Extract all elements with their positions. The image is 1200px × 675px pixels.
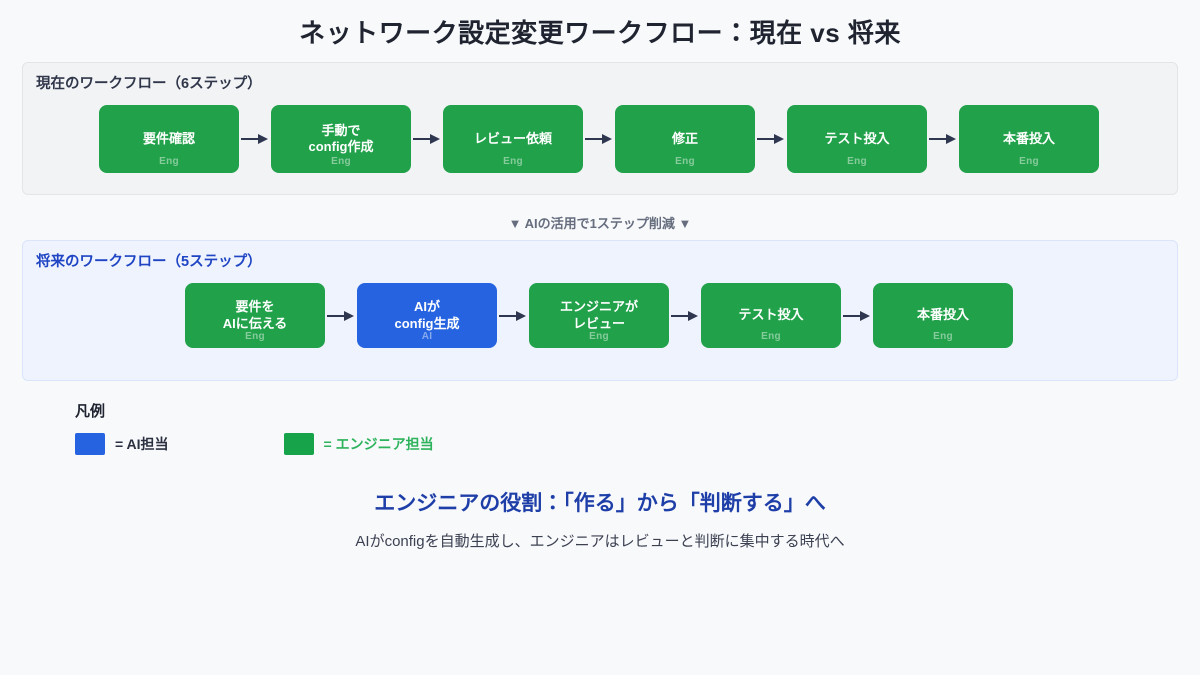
legend-item-engineer: = エンジニア担当: [283, 433, 434, 455]
legend-items: = AI担当 = エンジニア担当: [75, 433, 575, 455]
step-title: 本番投入: [916, 307, 969, 323]
arrow-right-icon: [325, 306, 357, 326]
footer-subtext: AIがconfigを自動生成し、エンジニアはレビューと判断に集中する時代へ: [355, 533, 845, 550]
step-owner-badge: Eng: [159, 156, 179, 167]
legend-label-ai: = AI担当: [115, 436, 169, 452]
step-box[interactable]: 本番投入 Eng: [959, 105, 1099, 173]
step-title: テスト投入: [738, 307, 804, 323]
step-owner-badge: Eng: [1019, 156, 1039, 167]
legend-label-engineer: = エンジニア担当: [323, 436, 434, 452]
current-workflow-label: 現在のワークフロー（6ステップ）: [36, 76, 262, 92]
step-owner-badge: Eng: [933, 331, 953, 342]
step-title: エンジニアが レビュー: [559, 299, 638, 331]
step-owner-badge: Eng: [847, 156, 867, 167]
arrow-right-icon: [239, 129, 271, 149]
step-title: 要件を AIに伝える: [222, 299, 288, 331]
arrow-right-icon: [927, 129, 959, 149]
page-title: ネットワーク設定変更ワークフロー：現在 vs 将来: [299, 18, 901, 48]
arrow-right-icon: [583, 129, 615, 149]
step-owner-badge: Eng: [503, 156, 523, 167]
step-title: 手動で config作成: [308, 122, 374, 154]
legend-item-ai: = AI担当: [75, 433, 169, 455]
legend-swatch-ai-icon: [75, 433, 105, 455]
arrow-right-icon: [841, 306, 873, 326]
arrow-right-icon: [497, 306, 529, 326]
step-owner-badge: Eng: [331, 156, 351, 167]
step-title: 要件確認: [142, 130, 195, 146]
step-owner-badge: Eng: [675, 156, 695, 167]
step-owner-badge: Eng: [245, 331, 265, 342]
step-owner-badge: Eng: [589, 331, 609, 342]
step-title: AIが config生成: [394, 299, 460, 331]
step-box[interactable]: 修正 Eng: [615, 105, 755, 173]
step-box[interactable]: テスト投入 Eng: [701, 283, 841, 348]
step-box[interactable]: 要件確認 Eng: [99, 105, 239, 173]
footer-headline: エンジニアの役割：「作る」から「判断する」へ: [374, 492, 826, 515]
future-workflow-label: 将来のワークフロー（5ステップ）: [36, 254, 262, 270]
step-box[interactable]: 本番投入 Eng: [873, 283, 1013, 348]
legend-title: 凡例: [75, 403, 106, 420]
step-box[interactable]: テスト投入 Eng: [787, 105, 927, 173]
step-title: 本番投入: [1002, 130, 1055, 146]
step-title: レビュー依頼: [473, 130, 552, 146]
step-owner-badge: Eng: [761, 331, 781, 342]
legend-swatch-engineer-icon: [283, 433, 314, 455]
arrow-right-icon: [411, 129, 443, 149]
step-title: テスト投入: [824, 130, 890, 146]
step-box[interactable]: 手動で config作成 Eng: [271, 105, 411, 173]
step-title: 修正: [671, 130, 698, 146]
reduction-note: ▼ AIの活用で1ステップ削減 ▼: [508, 216, 692, 231]
legend: 凡例 = AI担当 = エンジニア担当: [75, 400, 575, 455]
step-owner-badge: AI: [421, 331, 433, 342]
arrow-right-icon: [669, 306, 701, 326]
arrow-right-icon: [755, 129, 787, 149]
step-box[interactable]: レビュー依頼 Eng: [443, 105, 583, 173]
